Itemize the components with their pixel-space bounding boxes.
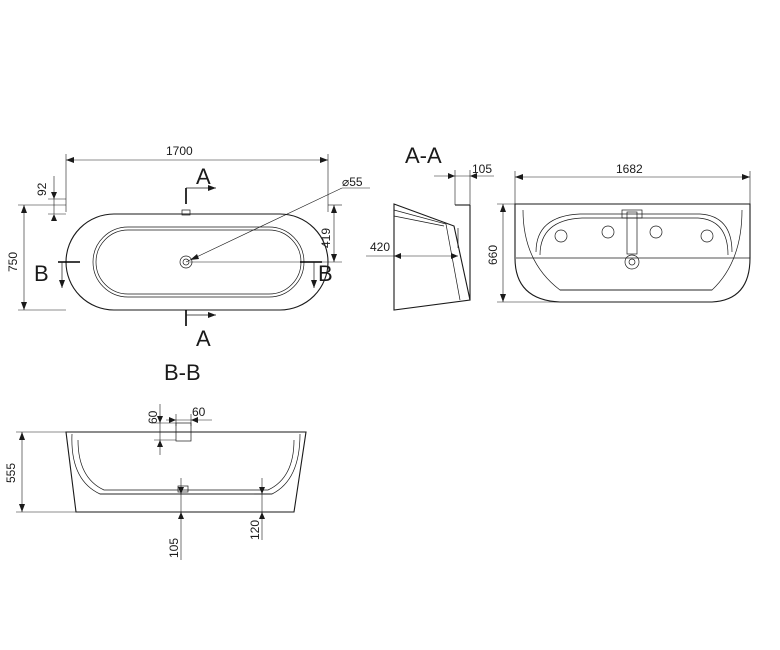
section-marker-b-left: B xyxy=(34,261,49,286)
dim-section-a-depth: 420 xyxy=(370,240,390,254)
dim-top-half: 419 xyxy=(319,228,333,248)
section-b-overflow xyxy=(175,422,192,442)
section-b-title: B-B xyxy=(164,360,201,385)
dim-top-length: 1700 xyxy=(166,144,193,158)
section-a-view: A-A 105 420 xyxy=(366,143,494,311)
dim-front-height: 660 xyxy=(486,245,500,265)
dim-section-b-height: 555 xyxy=(4,463,18,483)
jet-2 xyxy=(601,225,615,239)
section-b-drain xyxy=(177,485,189,493)
front-outline-outer xyxy=(514,203,751,303)
section-a-inner xyxy=(393,209,461,301)
section-marker-a-top: A xyxy=(196,164,211,189)
tap-plate xyxy=(621,209,643,219)
overflow-mark xyxy=(181,209,191,216)
dim-section-b-base: 105 xyxy=(167,538,181,558)
section-a-title: A-A xyxy=(405,143,442,168)
jet-3 xyxy=(649,225,663,239)
dim-section-b-foot: 120 xyxy=(248,520,262,540)
front-view: 1682 660 xyxy=(486,162,751,303)
dim-top-offset: 92 xyxy=(35,182,49,196)
front-drain-outer xyxy=(624,254,640,270)
tap-body xyxy=(626,211,638,255)
dim-section-b-overflow-2: 60 xyxy=(192,405,206,419)
dim-drain-diameter: ⌀55 xyxy=(342,175,363,189)
section-marker-a-bottom: A xyxy=(196,326,211,351)
section-b-outline xyxy=(65,431,307,513)
drain-inner xyxy=(182,258,190,266)
jet-1 xyxy=(554,229,568,243)
dim-section-b-overflow-1: 60 xyxy=(146,410,160,424)
section-b-view: B-B 555 60 60 105 xyxy=(4,360,307,560)
jet-4 xyxy=(700,229,714,243)
section-marker-b-right: B xyxy=(318,261,333,286)
dim-section-a-rim: 105 xyxy=(472,162,492,176)
dim-top-width: 750 xyxy=(6,252,20,272)
front-rim-curve xyxy=(535,213,733,253)
top-view: 1700 92 750 419 ⌀55 A A xyxy=(6,144,370,351)
section-b-inner xyxy=(71,433,301,495)
front-drain-inner xyxy=(628,258,636,266)
dim-front-length: 1682 xyxy=(616,162,643,176)
front-outline-inner xyxy=(522,209,743,291)
